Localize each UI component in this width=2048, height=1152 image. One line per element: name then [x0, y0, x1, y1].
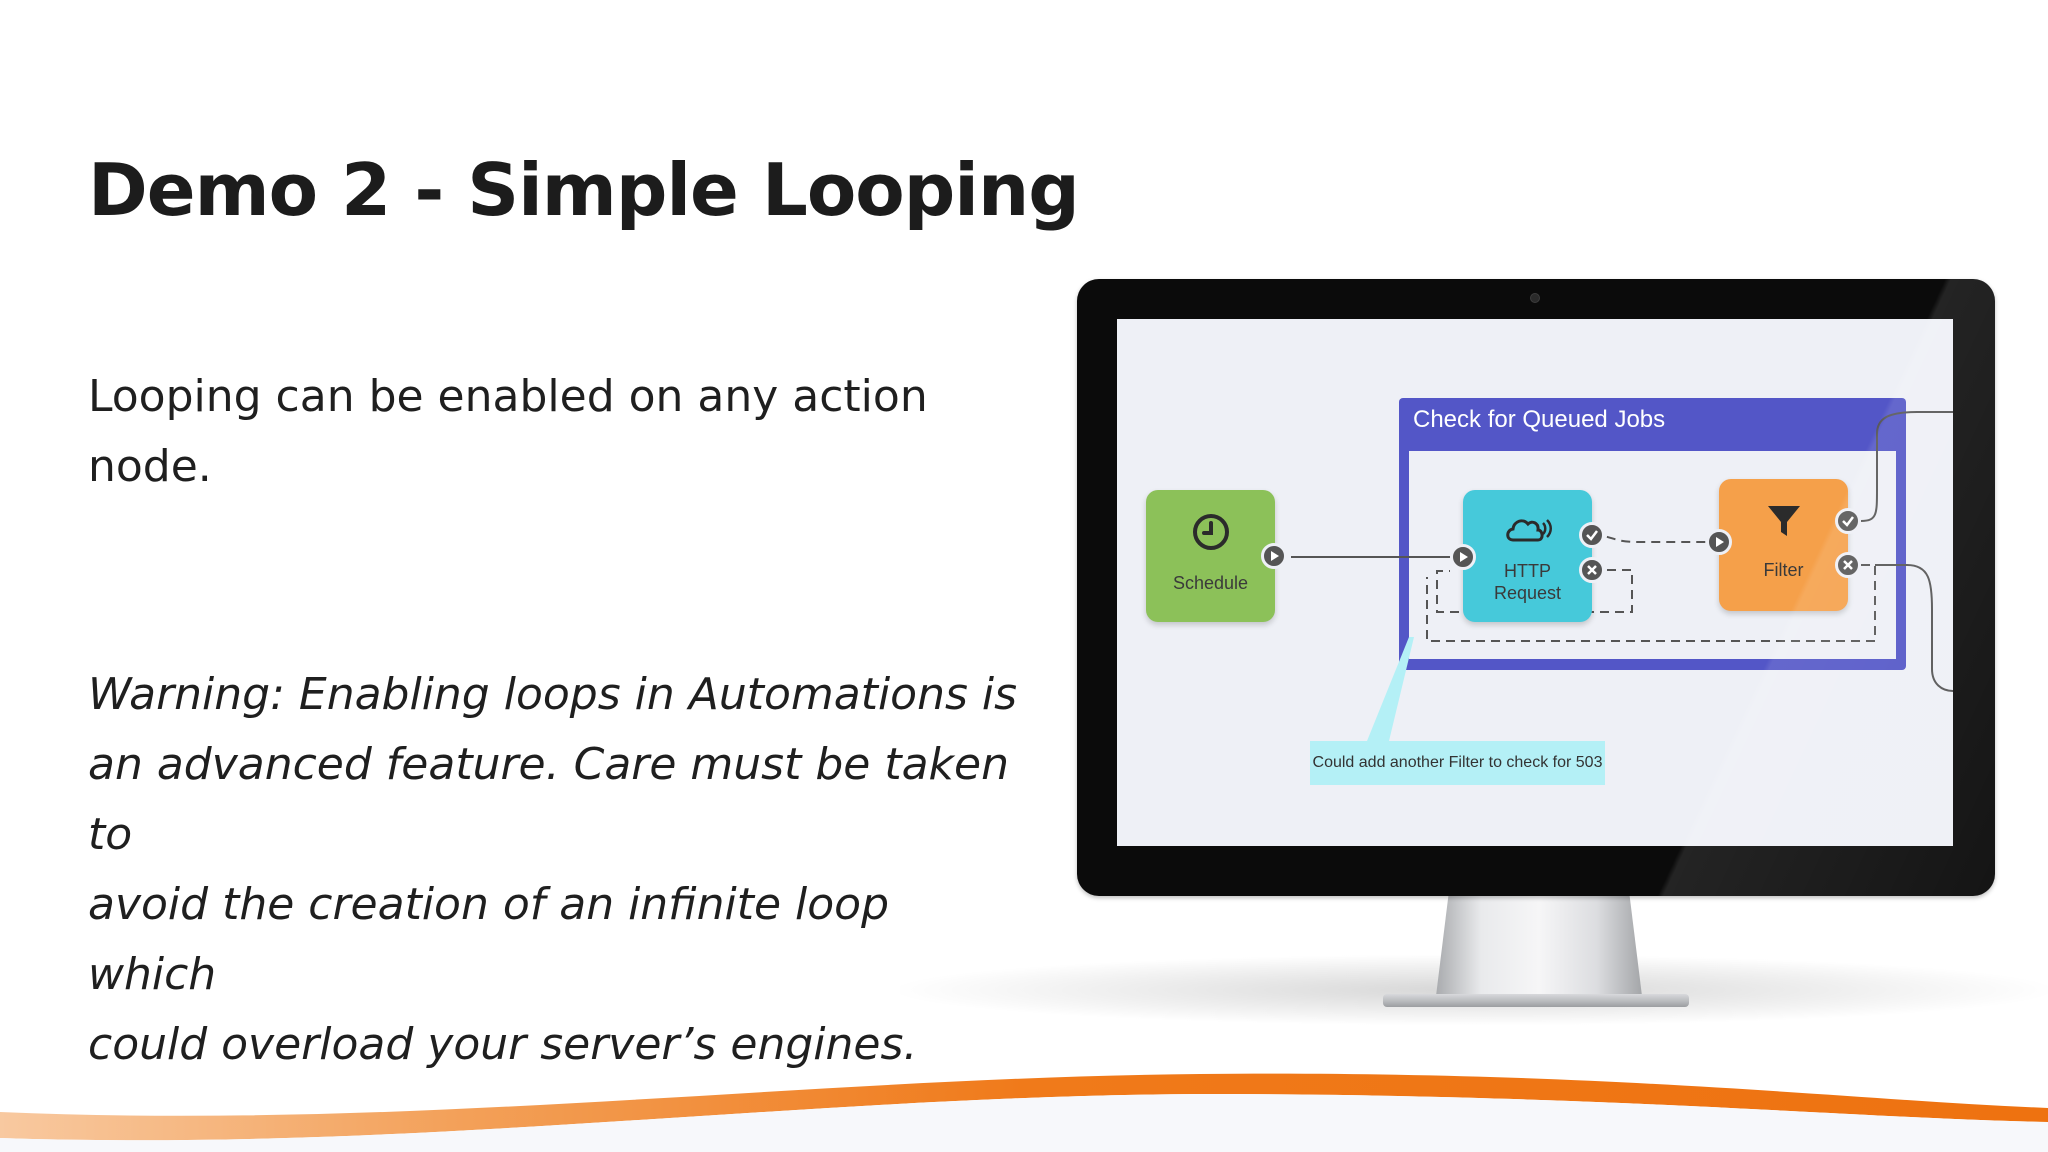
callout-pointer [1367, 637, 1414, 741]
close-icon [1843, 560, 1853, 570]
automation-canvas: Check for Queued Jobs Schedule [1117, 319, 1953, 846]
http-request-node[interactable]: HTTP Request [1450, 490, 1605, 622]
loop-filter-back [1426, 564, 1876, 642]
node-label: Schedule [1172, 573, 1249, 593]
monitor: Check for Queued Jobs Schedule [1077, 279, 1995, 896]
monitor-stand-neck [1436, 896, 1642, 996]
http-success-port[interactable] [1579, 522, 1605, 548]
warning-line: an advanced feature. Care must be taken … [88, 739, 1009, 860]
callout-note: Could add another Filter to check for 50… [1310, 741, 1605, 785]
loop-http-self [1436, 569, 1633, 613]
cloud-wifi-icon [1503, 512, 1553, 551]
filter-input-port[interactable] [1706, 529, 1732, 555]
camera-icon [1530, 293, 1540, 303]
schedule-node[interactable]: Schedule [1146, 490, 1287, 622]
slide-title: Demo 2 - Simple Looping [88, 148, 1080, 232]
node-label: Filter [1763, 560, 1804, 580]
monitor-stand-base [1383, 994, 1689, 1007]
clock-icon [1191, 512, 1231, 557]
body-text: Looping can be enabled on any action nod… [88, 362, 1018, 502]
node-label: HTTP [1504, 561, 1551, 581]
filter-success-port[interactable] [1835, 508, 1861, 534]
schedule-output-port[interactable] [1261, 543, 1287, 569]
orange-wave-decoration [0, 1073, 2048, 1152]
connector-http-filter [1591, 534, 1706, 543]
filter-node[interactable]: Filter [1706, 479, 1861, 611]
group-title: Check for Queued Jobs [1413, 406, 1666, 433]
check-icon [1842, 516, 1854, 527]
warning-line: could overload your server’s engines. [88, 1019, 918, 1070]
warning-text: Warning: Enabling loops in Automations i… [88, 660, 1018, 1080]
funnel-icon [1766, 503, 1802, 544]
http-input-port[interactable] [1450, 544, 1476, 570]
filter-failure-port[interactable] [1835, 552, 1861, 578]
warning-line: avoid the creation of an infinite loop w… [88, 879, 890, 1000]
connector-filter-out-bottom [1875, 564, 1953, 692]
body-line: node. [88, 441, 212, 492]
check-icon [1586, 530, 1598, 541]
body-line: Looping can be enabled on any action [88, 371, 928, 422]
warning-line: Warning: Enabling loops in Automations i… [88, 669, 1018, 720]
http-failure-port[interactable] [1579, 557, 1605, 583]
close-icon [1587, 565, 1597, 575]
node-label: Request [1493, 583, 1562, 603]
connector-filter-out-top [1860, 411, 1953, 522]
